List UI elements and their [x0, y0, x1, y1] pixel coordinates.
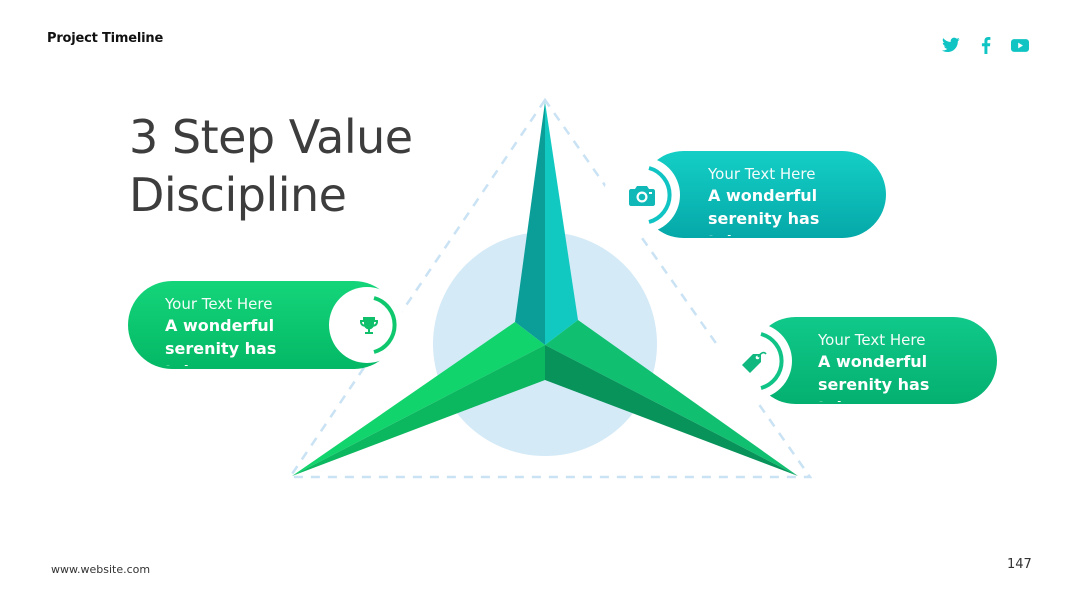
step-top-right-title: Your Text Here: [708, 165, 816, 183]
step-bottom-right-title: Your Text Here: [818, 331, 926, 349]
step-card-top-right: Your Text Here A wonderful serenity has …: [640, 151, 886, 238]
star-blade-top-left: [515, 102, 545, 345]
step-card-top-right-text: Your Text Here A wonderful serenity has …: [708, 164, 848, 236]
header-title: Project Timeline: [47, 31, 164, 46]
camera-icon: [628, 184, 656, 212]
tag-icon: [739, 348, 769, 382]
step-card-bottom-right-text: Your Text Here A wonderful serenity has …: [818, 330, 958, 402]
star-blade-left-top: [292, 322, 545, 476]
star-blade-right-top: [545, 320, 798, 476]
title-line-2: Discipline: [129, 168, 347, 222]
facebook-icon[interactable]: [977, 36, 995, 54]
step-top-right-ring: [648, 166, 672, 224]
step-top-right-badge: [609, 162, 675, 228]
trophy-icon: [357, 314, 381, 342]
step-bottom-right-body: A wonderful serenity has taken: [818, 352, 930, 402]
step-left-title: Your Text Here: [165, 295, 273, 313]
youtube-icon[interactable]: [1011, 36, 1029, 54]
star-blade-top-right: [545, 102, 578, 345]
page-title: 3 Step Value Discipline: [129, 108, 413, 224]
title-line-1: 3 Step Value: [129, 110, 413, 164]
step-bottom-right-ring: [760, 332, 784, 390]
star-blade-right-bottom: [545, 345, 798, 476]
page-number: 147: [1007, 557, 1032, 572]
star-blade-left-bottom: [292, 345, 545, 476]
step-card-left-text: Your Text Here A wonderful serenity has …: [165, 294, 305, 366]
step-top-right-body: A wonderful serenity has taken: [708, 186, 820, 236]
step-card-bottom-right: Your Text Here A wonderful serenity has …: [752, 317, 997, 404]
twitter-icon[interactable]: [942, 36, 960, 54]
step-left-body: A wonderful serenity has taken: [165, 316, 277, 366]
dashed-triangle: [287, 97, 813, 479]
footer-url[interactable]: www.website.com: [51, 563, 151, 576]
step-left-ring: [373, 296, 397, 354]
